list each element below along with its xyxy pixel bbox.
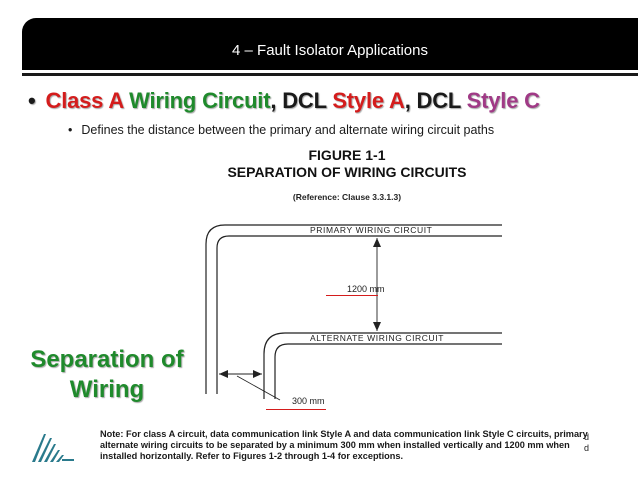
style-c-text: Style C [466, 88, 540, 113]
horizontal-arrow-right [253, 370, 262, 378]
slide-title-bar: 4 – Fault Isolator Applications [22, 18, 638, 73]
red-marker-300 [266, 409, 326, 410]
figure-image: FIGURE 1-1 SEPARATION OF WIRING CIRCUITS… [92, 144, 595, 466]
main-bullet: • Class A Wiring Circuit, DCL Style A, DC… [28, 88, 540, 114]
sub-bullet-text: Defines the distance between the primary… [81, 123, 495, 137]
alternate-circuit-outer-line [263, 332, 502, 399]
note-tail-1: d [584, 432, 589, 442]
primary-circuit-inner-line [216, 235, 502, 394]
figure-number: FIGURE 1-1 [308, 147, 385, 163]
sub-bullet: • Defines the distance between the primar… [68, 123, 494, 137]
alternate-circuit-inner-line [274, 343, 502, 399]
note-tail-marks: d [584, 432, 589, 442]
figure-title: SEPARATION OF WIRING CIRCUITS [227, 164, 466, 180]
horizontal-arrow-left [219, 370, 228, 378]
alternate-circuit-label: ALTERNATE WIRING CIRCUIT [310, 333, 444, 343]
separation-callout: Separation of Wiring [2, 345, 212, 405]
style-a-text: Style A [332, 88, 405, 113]
separation-callout-line1: Separation of [30, 346, 184, 373]
slide-title: 4 – Fault Isolator Applications [232, 42, 428, 59]
vertical-distance-label: 1200 mm [347, 284, 385, 294]
red-marker-1200 [326, 295, 378, 296]
wiring-separation-diagram: FIGURE 1-1 SEPARATION OF WIRING CIRCUITS… [205, 147, 502, 406]
vertical-arrow-up [373, 238, 381, 247]
vertical-arrow-down [373, 322, 381, 331]
horizontal-leader-line [236, 375, 281, 401]
dcl-text: DCL [282, 88, 327, 113]
figure-note: Note: For class A circuit, data communic… [100, 429, 588, 462]
sub-bullet-dot: • [68, 123, 73, 137]
comma-separator: , [270, 88, 283, 113]
class-a-text: Class A [45, 88, 124, 113]
wiring-circuit-text: Wiring Circuit [129, 88, 271, 113]
note-tail-2: d [584, 443, 589, 453]
comma-separator-2: , [404, 88, 417, 113]
dcl-text-2: DCL [416, 88, 461, 113]
horizontal-distance-label: 300 mm [292, 396, 325, 406]
note-tail-marks-2: d [584, 443, 589, 453]
bullet-dot: • [28, 88, 36, 113]
company-logo-icon [32, 434, 74, 462]
primary-circuit-outer-line [205, 224, 502, 394]
figure-reference: (Reference: Clause 3.3.1.3) [293, 192, 401, 202]
separation-callout-line2: Wiring [69, 376, 145, 403]
primary-circuit-label: PRIMARY WIRING CIRCUIT [310, 225, 432, 235]
